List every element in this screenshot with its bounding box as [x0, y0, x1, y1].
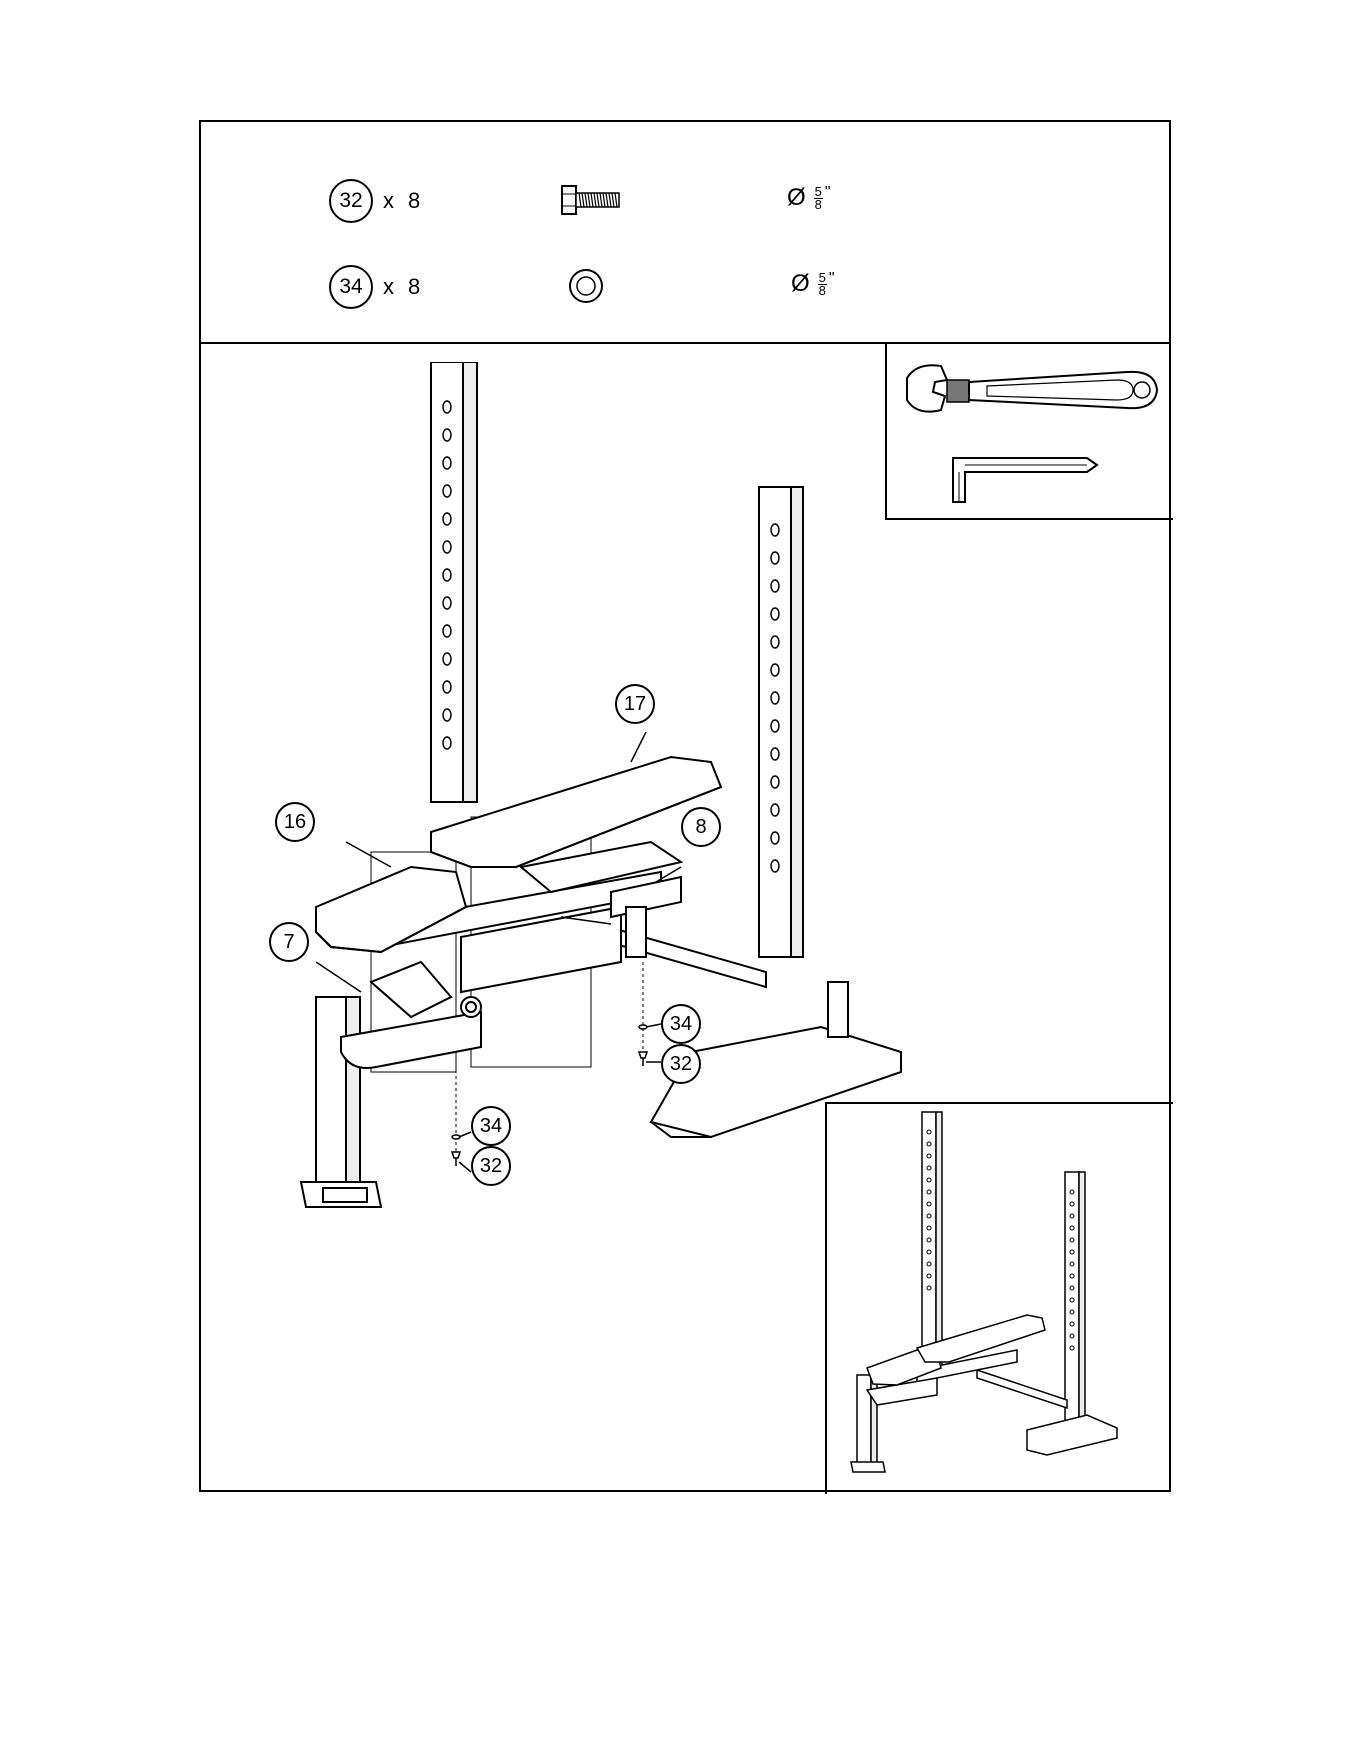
- hardware-diameter: Ø 5 8 ": [787, 184, 831, 212]
- assembled-bench-icon: [837, 1110, 1167, 1490]
- front-pad: [316, 867, 466, 952]
- callout-washer-right: 34: [661, 1004, 701, 1044]
- callout-washer-left: 34: [471, 1106, 511, 1146]
- front-leg: [316, 997, 346, 1187]
- callout-pivot: 7: [269, 922, 309, 962]
- callout-bolt-right: 32: [661, 1044, 701, 1084]
- bolt-icon: [561, 184, 621, 216]
- hardware-part-number: 34: [329, 265, 373, 309]
- callout-frame-bracket: 8: [681, 807, 721, 847]
- hardware-diameter: Ø 5 8 ": [791, 270, 835, 298]
- callout-seat-pad: 17: [615, 684, 655, 724]
- hardware-part-number: 32: [329, 179, 373, 223]
- hardware-row-washer: 34 x 8 Ø 5 8 ": [201, 262, 1169, 312]
- washer-icon: [566, 266, 606, 306]
- hardware-quantity: x 8: [383, 188, 420, 214]
- hardware-panel: 32 x 8 Ø: [201, 122, 1169, 344]
- hardware-row-bolt: 32 x 8 Ø: [201, 176, 1169, 226]
- left-upright: [431, 362, 463, 802]
- hardware-quantity: x 8: [383, 274, 420, 300]
- callout-front-pad: 16: [275, 802, 315, 842]
- front-leg-foot: [301, 1182, 381, 1207]
- assembled-view-inset: [825, 1102, 1173, 1494]
- assembly-step-frame: 32 x 8 Ø: [199, 120, 1171, 1492]
- callout-bolt-left: 32: [471, 1146, 511, 1186]
